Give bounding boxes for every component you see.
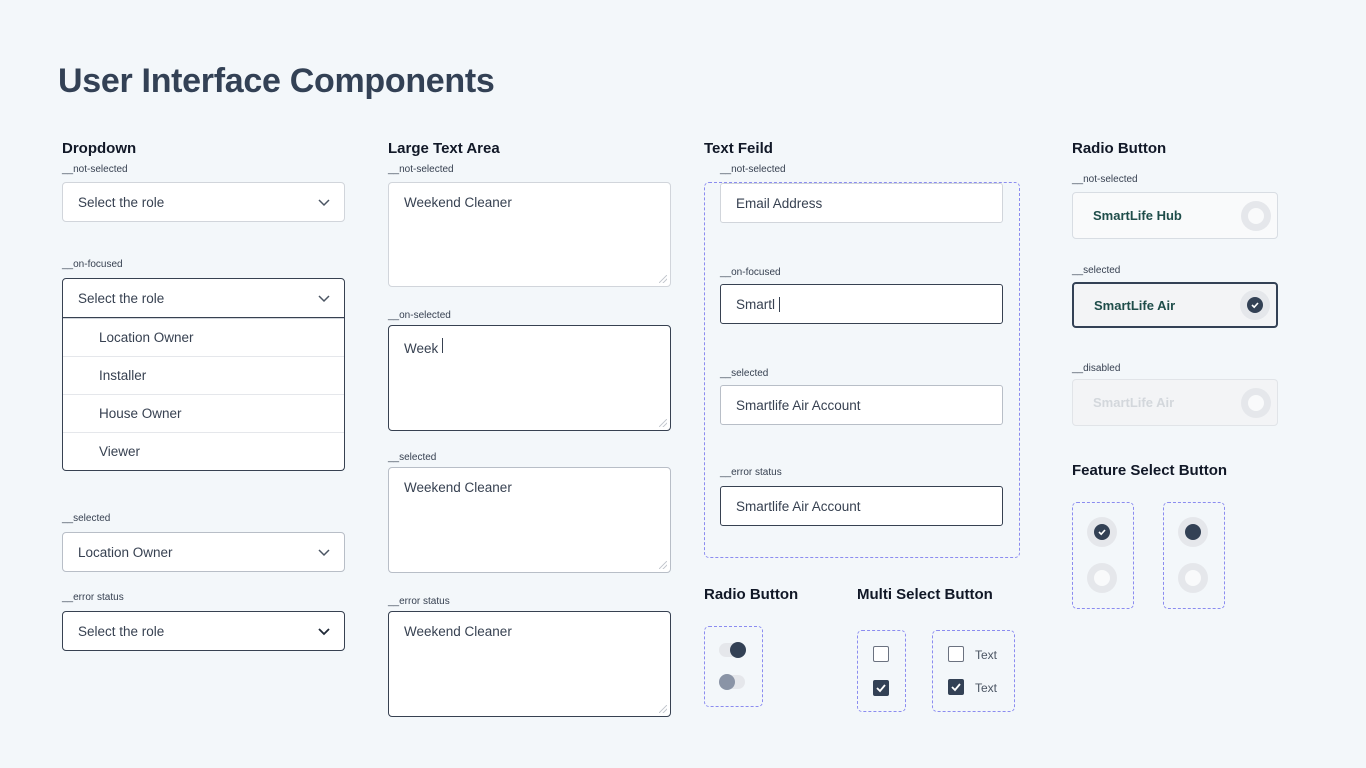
feature-unchecked-icon[interactable] bbox=[1087, 563, 1117, 593]
toggle-knob-off bbox=[719, 674, 735, 690]
role-dropdown-focused-trigger[interactable]: Select the role bbox=[62, 278, 345, 318]
dropdown-selected-label: __selected bbox=[62, 513, 111, 524]
textfield-selected-label: __selected bbox=[720, 368, 769, 379]
resize-grip-icon[interactable] bbox=[659, 705, 667, 713]
textarea-on-selected[interactable]: Week bbox=[388, 325, 671, 431]
checkbox-text-label: Text bbox=[975, 648, 998, 662]
textarea-error-label: __error status bbox=[388, 596, 450, 607]
feature-radio-unselected-icon[interactable] bbox=[1178, 563, 1208, 593]
textarea-error[interactable]: Weekend Cleaner bbox=[388, 611, 671, 717]
role-dropdown-error[interactable]: Select the role bbox=[62, 611, 345, 651]
textfield-value: Smartl bbox=[736, 296, 776, 312]
dropdown-option-house-owner[interactable]: House Owner bbox=[63, 394, 344, 432]
radio-card-section-title: Radio Button bbox=[1072, 140, 1167, 157]
multi-select-section-title: Multi Select Button bbox=[857, 586, 993, 603]
dropdown-value: Select the role bbox=[78, 194, 165, 210]
textarea-value: Weekend Cleaner bbox=[404, 624, 512, 639]
dropdown-value: Select the role bbox=[78, 623, 165, 639]
check-icon bbox=[951, 683, 961, 692]
dropdown-value: Location Owner bbox=[78, 544, 173, 560]
checkbox-unchecked[interactable] bbox=[873, 646, 889, 662]
feature-radio-selected-icon[interactable] bbox=[1178, 517, 1208, 547]
dropdown-on-focused-label: __on-focused bbox=[62, 259, 123, 270]
dropdown-error-label: __error status bbox=[62, 592, 124, 603]
resize-grip-icon[interactable] bbox=[659, 275, 667, 283]
textfield-selected[interactable]: Smartlife Air Account bbox=[720, 385, 1003, 425]
radio-unselected-icon bbox=[1241, 200, 1271, 231]
email-field-not-selected[interactable]: Email Address bbox=[720, 183, 1003, 223]
checkbox-text-label: Text bbox=[975, 681, 998, 695]
toggle-on[interactable] bbox=[719, 642, 746, 658]
textfield-on-focused[interactable]: Smartl bbox=[720, 284, 1003, 324]
check-icon bbox=[1098, 529, 1106, 536]
textfield-on-focused-label: __on-focused bbox=[720, 267, 781, 278]
radio-card-disabled-label: __disabled bbox=[1072, 363, 1121, 374]
radio-card-smartlife-hub[interactable]: SmartLife Hub bbox=[1072, 192, 1278, 239]
textfield-group-frame bbox=[704, 182, 1020, 558]
dropdown-not-selected-label: __not-selected bbox=[62, 164, 128, 175]
role-dropdown-focused: Select the role Location Owner Installer… bbox=[62, 278, 345, 471]
textfield-error[interactable]: Smartlife Air Account bbox=[720, 486, 1003, 526]
dropdown-option-location-owner[interactable]: Location Owner bbox=[63, 318, 344, 356]
textfield-value: Smartlife Air Account bbox=[736, 498, 861, 514]
textarea-value: Weekend Cleaner bbox=[404, 480, 512, 495]
checkbox-text-checked[interactable] bbox=[948, 679, 964, 695]
dropdown-menu: Location Owner Installer House Owner Vie… bbox=[62, 318, 345, 471]
radio-card-smartlife-air-disabled: SmartLife Air bbox=[1072, 379, 1278, 426]
multi-select-frame-1 bbox=[857, 630, 906, 712]
dropdown-section-title: Dropdown bbox=[62, 140, 137, 157]
toggle-knob-on bbox=[730, 642, 746, 658]
radio-toggle-frame bbox=[704, 626, 763, 707]
resize-grip-icon[interactable] bbox=[659, 561, 667, 569]
textarea-value: Week bbox=[404, 341, 439, 356]
feature-select-frame-2 bbox=[1163, 502, 1225, 609]
dropdown-value: Select the role bbox=[78, 290, 165, 306]
textarea-selected-label: __selected bbox=[388, 452, 437, 463]
check-icon bbox=[876, 684, 886, 693]
page-title: User Interface Components bbox=[58, 62, 495, 100]
resize-grip-icon[interactable] bbox=[659, 419, 667, 427]
feature-checked-icon[interactable] bbox=[1087, 517, 1117, 547]
radio-card-label: SmartLife Air bbox=[1093, 395, 1175, 410]
dropdown-option-installer[interactable]: Installer bbox=[63, 356, 344, 394]
textarea-not-selected-label: __not-selected bbox=[388, 164, 454, 175]
radio-card-not-selected-label: __not-selected bbox=[1072, 174, 1138, 185]
textfield-not-selected-label: __not-selected bbox=[720, 164, 786, 175]
textarea-on-selected-label: __on-selected bbox=[388, 310, 451, 321]
chevron-down-icon bbox=[318, 549, 330, 557]
multi-select-frame-2: Text Text bbox=[932, 630, 1015, 712]
checkbox-checked[interactable] bbox=[873, 680, 889, 696]
checkbox-text-unchecked[interactable] bbox=[948, 646, 964, 662]
text-caret bbox=[779, 296, 781, 312]
feature-select-frame-1 bbox=[1072, 502, 1134, 609]
dropdown-option-viewer[interactable]: Viewer bbox=[63, 432, 344, 470]
textfield-error-label: __error status bbox=[720, 467, 782, 478]
textarea-section-title: Large Text Area bbox=[388, 140, 500, 157]
role-dropdown-selected[interactable]: Location Owner bbox=[62, 532, 345, 572]
check-icon bbox=[1251, 302, 1259, 309]
radio-disabled-icon bbox=[1241, 387, 1271, 418]
chevron-down-icon bbox=[318, 295, 330, 303]
radio-card-label: SmartLife Air bbox=[1094, 297, 1176, 313]
feature-select-section-title: Feature Select Button bbox=[1072, 462, 1228, 479]
text-caret bbox=[442, 338, 444, 353]
radio-toggle-section-title: Radio Button bbox=[704, 586, 799, 603]
textarea-not-selected[interactable]: Weekend Cleaner bbox=[388, 182, 671, 287]
chevron-down-icon bbox=[318, 628, 330, 636]
radio-selected-icon bbox=[1240, 290, 1270, 320]
textarea-value: Weekend Cleaner bbox=[404, 195, 512, 210]
chevron-down-icon bbox=[318, 199, 330, 207]
radio-card-label: SmartLife Hub bbox=[1093, 208, 1182, 223]
textfield-section-title: Text Feild bbox=[704, 140, 773, 157]
radio-card-selected-label: __selected bbox=[1072, 265, 1121, 276]
toggle-off[interactable] bbox=[719, 674, 745, 690]
textarea-selected[interactable]: Weekend Cleaner bbox=[388, 467, 671, 573]
textfield-value: Email Address bbox=[736, 195, 823, 211]
radio-card-smartlife-air-selected[interactable]: SmartLife Air bbox=[1072, 282, 1278, 328]
textfield-value: Smartlife Air Account bbox=[736, 397, 861, 413]
role-dropdown-not-selected[interactable]: Select the role bbox=[62, 182, 345, 222]
